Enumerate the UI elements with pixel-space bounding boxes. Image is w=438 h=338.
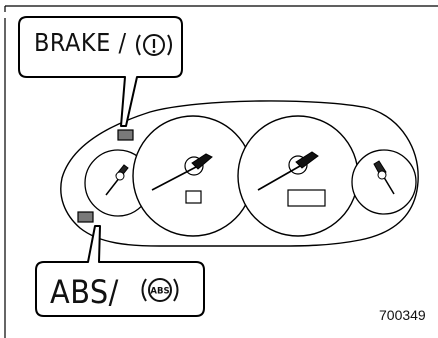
abs-callout-label: ABS/	[50, 276, 119, 308]
abs-indicator-light	[78, 212, 93, 222]
abs-symbol-text: ABS	[150, 287, 169, 297]
abs-label: ABS	[50, 273, 109, 311]
right-small-gauge	[352, 150, 416, 214]
odometer-window	[186, 191, 201, 203]
tachometer-gauge	[238, 116, 358, 236]
brake-callout-label: BRAKE /	[34, 30, 127, 55]
brake-indicator-light	[118, 130, 133, 140]
brake-label: BRAKE	[34, 28, 111, 57]
speedometer-gauge	[133, 116, 253, 236]
figure-id: 700349	[379, 307, 426, 323]
abs-separator: /	[109, 273, 119, 311]
brake-separator: /	[111, 28, 127, 57]
trip-display-window	[288, 190, 325, 206]
